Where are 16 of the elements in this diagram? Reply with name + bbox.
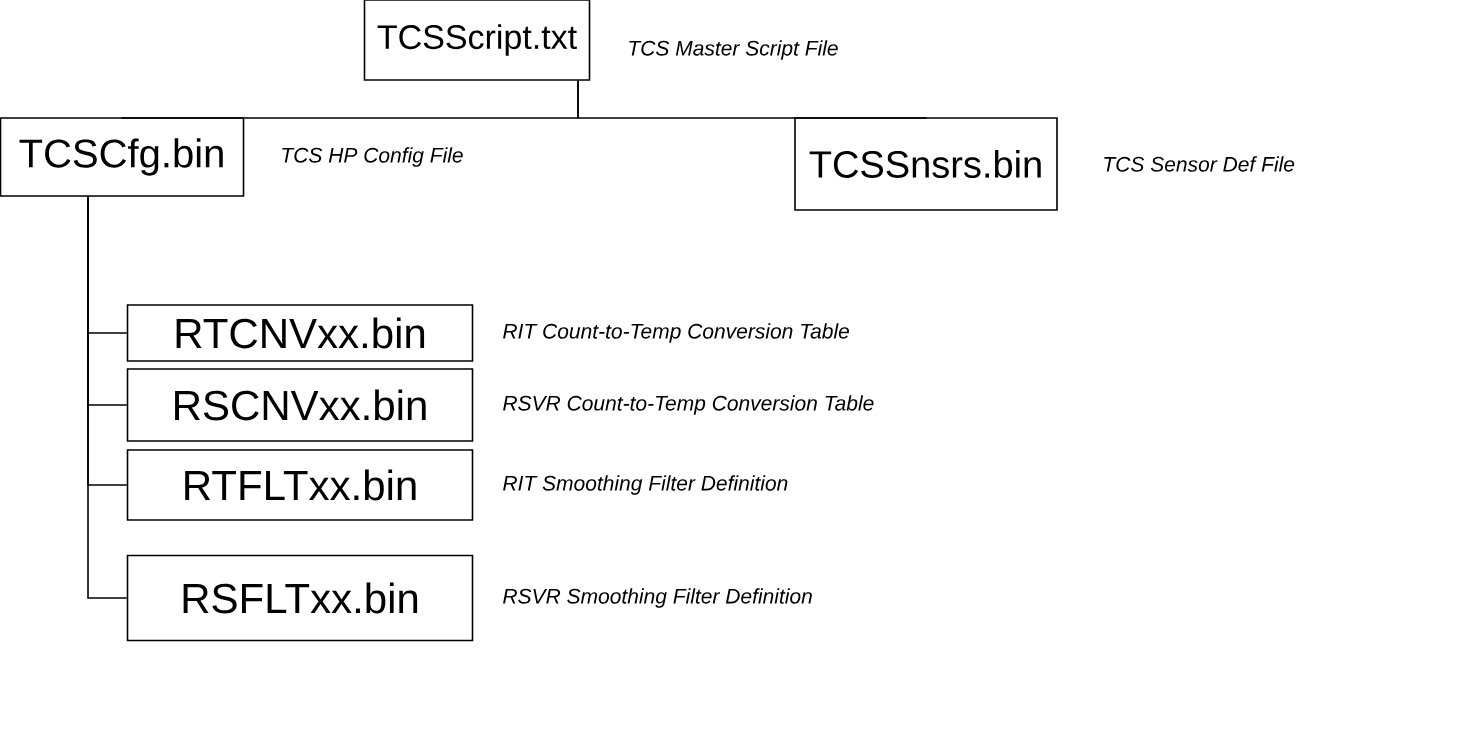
file-box: TCSCfg.bin xyxy=(0,117,245,197)
file-box: RSFLTxx.bin xyxy=(126,554,474,642)
file-description: RSVR Smoothing Filter Definition xyxy=(503,588,812,608)
file-box: RSCNVxx.bin xyxy=(126,368,474,442)
file-description: TCS Sensor Def File xyxy=(1104,156,1295,172)
file-description: TCS HP Config File xyxy=(282,147,463,167)
file-description: TCS Master Script File xyxy=(629,40,838,60)
tree-connector xyxy=(577,80,927,119)
tree-connector xyxy=(87,196,128,599)
file-box: RTCNVxx.bin xyxy=(126,304,474,362)
file-box: TCSScript.txt xyxy=(363,0,591,81)
file-description: RIT Smoothing Filter Definition xyxy=(503,475,788,495)
file-description: RSVR Count-to-Temp Conversion Table xyxy=(503,395,874,415)
file-box: TCSSnsrs.bin xyxy=(794,117,1058,211)
file-description: RIT Count-to-Temp Conversion Table xyxy=(503,323,849,343)
file-box: RTFLTxx.bin xyxy=(126,449,474,521)
